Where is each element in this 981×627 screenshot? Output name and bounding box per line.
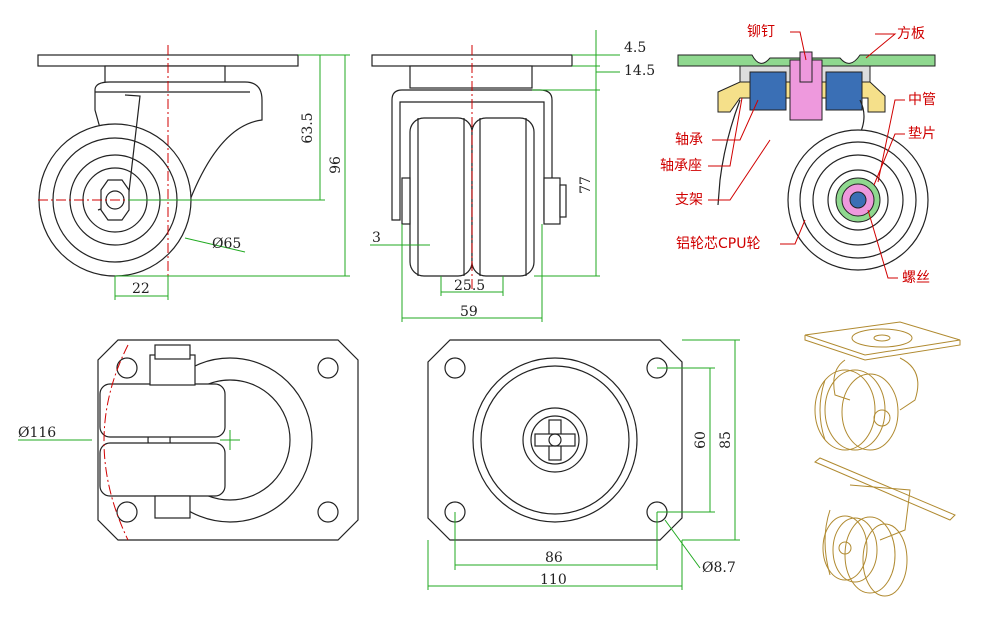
wheel-left [409, 117, 473, 277]
label-plate: 方板 [897, 26, 925, 42]
iso-view-top [804, 321, 961, 451]
dim-59: 59 [460, 304, 478, 320]
label-center-tube: 中管 [908, 92, 936, 108]
hole-tl [444, 357, 466, 379]
label-bearing-seat: 轴承座 [660, 158, 702, 174]
side-view: 63.5 96 Ø65 22 [37, 45, 350, 300]
dim-22: 22 [132, 281, 150, 297]
dim-85: 85 [718, 431, 734, 449]
dim-110: 110 [540, 572, 567, 588]
bearing-left [749, 71, 787, 111]
dim-4-5: 4.5 [624, 40, 646, 56]
dim-86: 86 [545, 550, 563, 566]
dim-hole-diameter: Ø8.7 [702, 560, 736, 576]
dim-3: 3 [372, 230, 381, 246]
bearing-right [825, 71, 863, 111]
dim-25-5: 25.5 [454, 278, 485, 294]
label-bearing: 轴承 [675, 132, 703, 148]
label-screw: 螺丝 [902, 270, 930, 286]
wheel-right [471, 117, 535, 277]
dim-14-5: 14.5 [624, 63, 655, 79]
plate-view: 60 85 86 110 Ø8.7 [427, 339, 740, 590]
top-wheel-1 [99, 383, 226, 438]
dim-116: Ø116 [18, 425, 56, 441]
dim-wheel-diameter: Ø65 [212, 236, 241, 252]
label-washer: 垫片 [908, 126, 936, 142]
dim-63-5: 63.5 [300, 112, 316, 143]
section-view: 铆钉 方板 中管 轴承 垫片 轴承座 支架 铝轮芯CPU轮 螺丝 [660, 24, 936, 286]
top-view: Ø116 [18, 339, 359, 541]
dim-60: 60 [693, 431, 709, 449]
front-view: 4.5 14.5 77 3 25.5 59 [370, 30, 655, 322]
label-bracket: 支架 [675, 192, 703, 208]
iso-view-bottom [814, 457, 956, 597]
label-rivet: 铆钉 [747, 24, 775, 40]
dim-77: 77 [578, 176, 594, 194]
top-wheel-2 [99, 442, 226, 497]
dim-96: 96 [328, 156, 344, 174]
label-wheel: 铝轮芯CPU轮 [676, 236, 760, 252]
